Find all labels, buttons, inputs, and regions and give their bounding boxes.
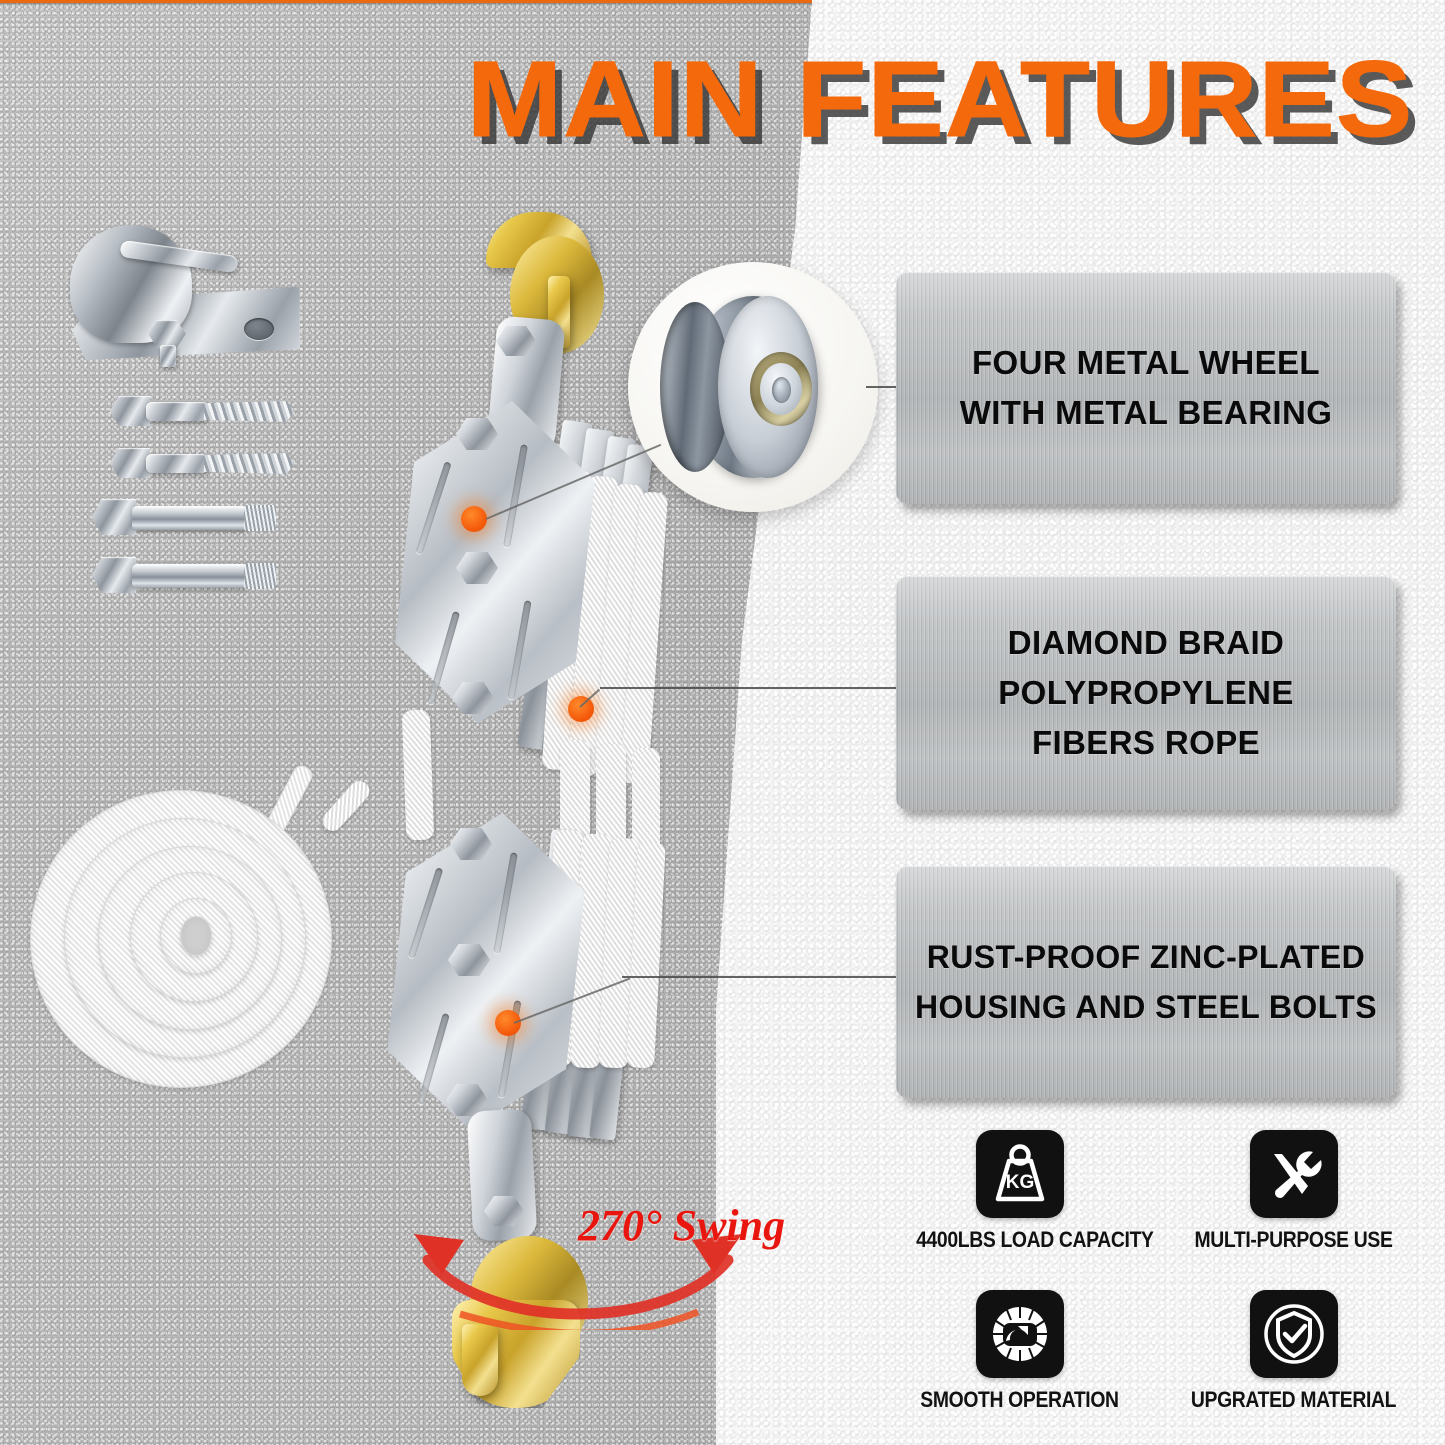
- kg-weight-icon: KG: [975, 1130, 1064, 1218]
- wheel-inset-circle: [628, 262, 878, 512]
- badge-smooth-operation: SMOOTH OPERATION: [902, 1290, 1137, 1413]
- badge-upgraded-material: UPGRATED MATERIAL: [1176, 1290, 1411, 1413]
- callout-line: FOUR METAL WHEEL: [972, 344, 1320, 381]
- lag-screw-thread-1: [204, 401, 294, 422]
- bolt-stem: [160, 345, 176, 367]
- top-edge-shadow: [0, 0, 812, 6]
- badge-multi-purpose: MULTI-PURPOSE USE: [1176, 1130, 1411, 1253]
- connector-inset-to-panel1: [866, 386, 900, 388]
- badge-label: SMOOTH OPERATION: [920, 1387, 1119, 1412]
- bearing-outer-race: [750, 352, 812, 426]
- callout-line: WITH METAL BEARING: [959, 394, 1333, 431]
- callout-dot-rope: [568, 696, 594, 722]
- anchor-head-2: [92, 557, 136, 593]
- lower-hook-tip: [462, 1324, 498, 1396]
- rope-strand-left: [401, 709, 435, 841]
- callout-panel-diamond-braid-rope[interactable]: DIAMOND BRAID POLYPROPYLENE FIBERS ROPE: [896, 576, 1396, 810]
- badge-label: 4400LBS LOAD CAPACITY: [916, 1227, 1154, 1252]
- callout-line: FIBERS ROPE: [1031, 724, 1261, 761]
- swing-label: 270° Swing: [578, 1201, 786, 1250]
- rope-strand-mid3: [632, 748, 660, 852]
- connector-housing-to-panel3: [622, 976, 900, 978]
- callout-dot-housing: [495, 1010, 521, 1036]
- bracket-hole: [244, 318, 274, 340]
- lag-screw-shank-2: [146, 454, 208, 473]
- bearing-bore: [772, 377, 791, 403]
- sheave-outer: [660, 296, 818, 478]
- callout-dot-wheel: [461, 506, 487, 532]
- badge-label: UPGRATED MATERIAL: [1190, 1387, 1397, 1412]
- tools-icon: [1249, 1130, 1338, 1218]
- anchor-cone-2: [244, 563, 276, 589]
- connector-rope-to-panel2: [600, 687, 900, 689]
- rope-strand-mid2: [596, 744, 626, 850]
- callout-line: HOUSING AND STEEL BOLTS: [915, 989, 1377, 1025]
- top-accent-bar: [0, 0, 812, 3]
- lag-screw-shank-1: [146, 402, 208, 421]
- callout-panel-rust-proof-housing[interactable]: RUST-PROOF ZINC-PLATED HOUSING AND STEEL…: [896, 866, 1396, 1098]
- shield-check-icon: [1249, 1290, 1338, 1378]
- callout-line: POLYPROPYLENE: [998, 674, 1294, 711]
- bearing-inner-race: [760, 363, 802, 415]
- upper-plate-bolt-top: [456, 418, 498, 450]
- kg-icon-text: KG: [1005, 1172, 1034, 1193]
- badge-load-capacity: KG 4400LBS LOAD CAPACITY: [902, 1130, 1154, 1253]
- lag-screw-thread-2: [204, 453, 294, 474]
- callout-line: DIAMOND BRAID: [1007, 624, 1285, 661]
- gear-arrow-icon: [975, 1290, 1064, 1378]
- anchor-head-1: [92, 499, 136, 535]
- anchor-sleeve-2: [132, 564, 248, 588]
- badge-label: MULTI-PURPOSE USE: [1194, 1227, 1393, 1252]
- anchor-sleeve-1: [132, 506, 248, 530]
- callout-line: RUST-PROOF ZINC-PLATED: [926, 939, 1366, 975]
- swing-arrow-icon: [414, 1234, 742, 1330]
- rope-coil: [30, 790, 350, 1090]
- anchor-cone-1: [244, 505, 276, 531]
- page-title: MAIN FEATURES: [466, 38, 1414, 160]
- lag-screw-head-2: [110, 448, 150, 478]
- callout-panel-four-metal-wheel[interactable]: FOUR METAL WHEEL WITH METAL BEARING: [896, 272, 1396, 504]
- lag-screw-head-1: [110, 396, 150, 426]
